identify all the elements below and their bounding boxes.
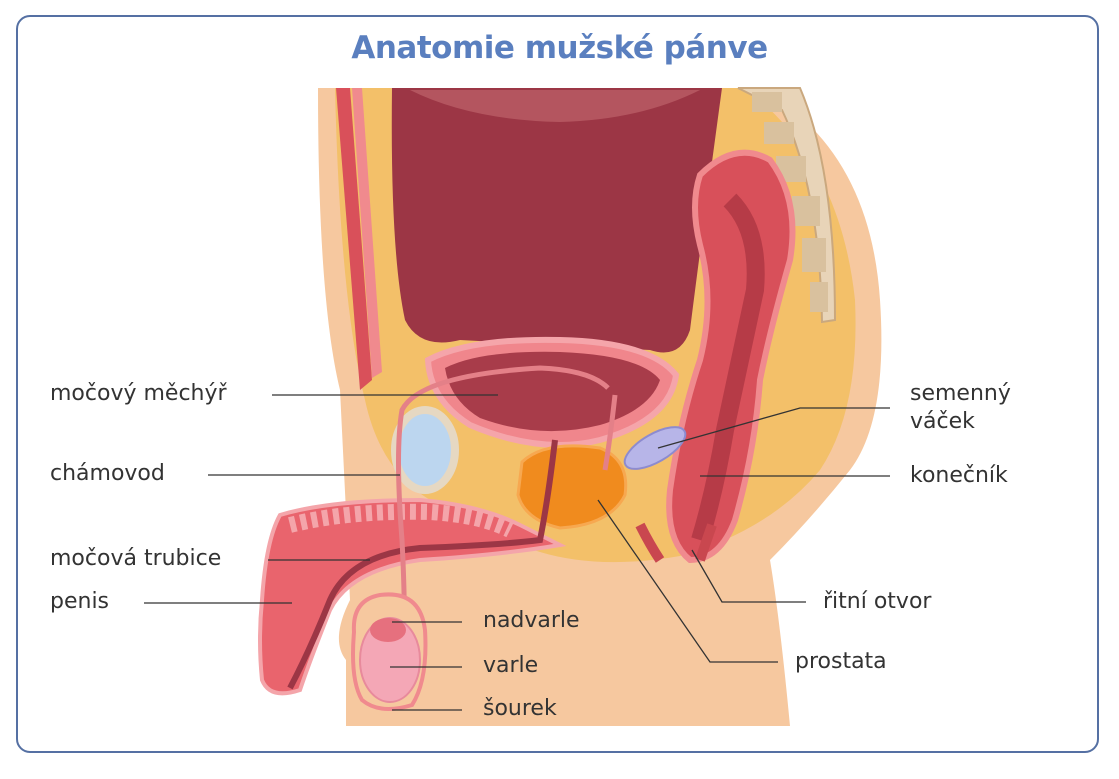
label-chamovod: chámovod (50, 461, 165, 486)
anal-sphincter (635, 522, 665, 563)
label-penis: penis (50, 589, 110, 614)
bladder (391, 88, 722, 353)
label-prostata: prostata (795, 649, 887, 674)
corpus-cavernosum (288, 503, 514, 538)
label-mocova-trubice: močová trubice (50, 546, 222, 571)
testis (359, 617, 421, 703)
penis-body (258, 497, 567, 696)
urethra (287, 439, 558, 690)
label-nadvarle: nadvarle (483, 608, 580, 633)
label-mocovy-mechyr: močový měchýř (50, 381, 227, 406)
diagram-title: Anatomie mužské pánve (351, 30, 768, 66)
label-semenny: semenný (910, 381, 1011, 406)
label-sourek: šourek (483, 696, 557, 721)
label-ritni-otvor: řitní otvor (823, 589, 932, 614)
sacrum (737, 87, 837, 324)
label-varle: varle (483, 653, 539, 678)
leader-lines (144, 394, 890, 711)
pubic-bone (391, 406, 459, 494)
epididymis (370, 618, 406, 642)
vas-deferens (396, 365, 618, 626)
label-vacek: váček (910, 409, 975, 434)
abdominal-wall (336, 88, 372, 390)
seminal-vesicle (623, 426, 687, 470)
label-konecnik: konečník (910, 463, 1008, 488)
